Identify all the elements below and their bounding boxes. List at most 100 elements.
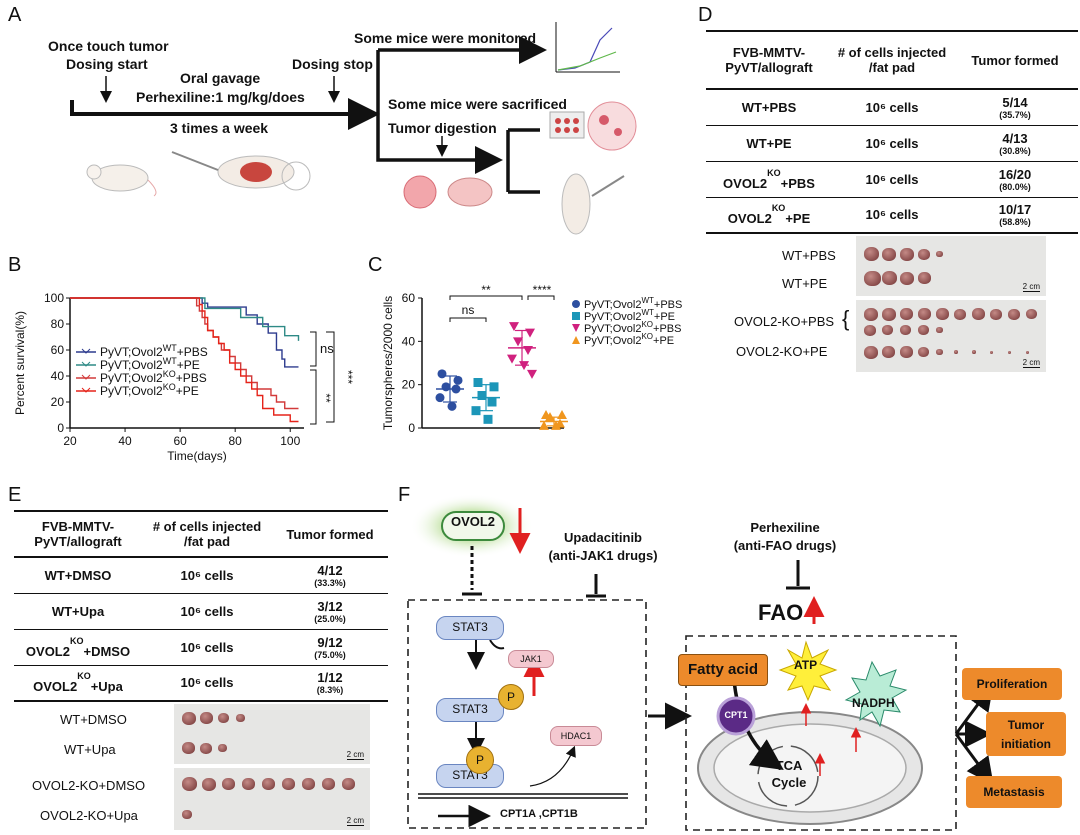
legend-entry: PyVT;Ovol2KO+PBS bbox=[100, 369, 207, 385]
e-photo-label: OVOL2-KO+Upa bbox=[40, 808, 138, 823]
bracket-ns bbox=[310, 331, 317, 367]
tumor-image bbox=[900, 247, 915, 261]
d-cells: 10⁶ cells bbox=[865, 171, 919, 187]
e-header-model: FVB-MMTV- PyVT/allograft bbox=[34, 519, 122, 549]
tumor-image bbox=[182, 809, 192, 819]
y-tick-label: 80 bbox=[51, 317, 65, 331]
data-point bbox=[527, 369, 537, 379]
nadph-burst-icon bbox=[844, 660, 908, 728]
tumor-image bbox=[236, 714, 245, 722]
d-formed: 16/20 bbox=[998, 166, 1032, 182]
sig-3: ns bbox=[462, 303, 475, 317]
d-sup: KO bbox=[767, 167, 781, 178]
table-row: OVOL2KO+PE 10⁶ cells 10/17(58.8%) bbox=[706, 197, 1078, 233]
legend-entry: PyVT;Ovol2WT+PBS bbox=[584, 296, 682, 311]
perhex-sub-label: (anti-FAO drugs) bbox=[733, 538, 837, 553]
sig-1: ** bbox=[481, 283, 491, 297]
sig-3: *** bbox=[341, 370, 355, 384]
fao-label: FAO bbox=[758, 600, 804, 625]
a-dosing-stop: Dosing stop bbox=[292, 56, 373, 72]
tumor-image bbox=[918, 272, 932, 284]
data-point bbox=[437, 369, 447, 379]
tumor-image bbox=[990, 308, 1003, 320]
e-formed: 1/12 bbox=[317, 670, 343, 686]
tumor-image bbox=[882, 247, 897, 261]
survival-line-3 bbox=[70, 297, 299, 423]
tumor-image bbox=[864, 307, 879, 321]
x-tick-label: 60 bbox=[173, 434, 187, 448]
d-photo-top: 2 cm bbox=[856, 236, 1046, 296]
timeline-arrow bbox=[70, 98, 380, 130]
e-cells: 10⁶ cells bbox=[180, 603, 234, 619]
data-point bbox=[471, 406, 481, 416]
d-photo-label: WT+PE bbox=[782, 276, 828, 291]
a-oral-gavage: Oral gavage bbox=[180, 70, 261, 86]
table-row: WT+PBS 10⁶ cells 5/14(35.7%) bbox=[706, 89, 1078, 125]
d-pct: (80.0%) bbox=[999, 181, 1031, 192]
proliferation-node: Proliferation bbox=[962, 668, 1062, 700]
e-cells: 10⁶ cells bbox=[180, 567, 234, 583]
jak1-node: JAK1 bbox=[508, 650, 554, 668]
tumor-image bbox=[200, 712, 214, 724]
d-scale-bottom: 2 cm bbox=[1022, 358, 1040, 368]
phospho-node: P bbox=[498, 684, 524, 710]
panel-label-c: C bbox=[368, 254, 383, 276]
stat3-node: STAT3 bbox=[436, 698, 504, 722]
d-scale-top: 2 cm bbox=[1022, 282, 1040, 292]
perhex-label: Perhexiline bbox=[750, 520, 820, 535]
y-axis-label: Tumorspheres/2000 cells bbox=[381, 296, 395, 430]
legend-marker bbox=[81, 361, 91, 367]
tumor-image bbox=[918, 325, 929, 335]
d-header-cells: # of cells injected /fat pad bbox=[837, 45, 947, 75]
tumor-image bbox=[864, 270, 881, 286]
tumor-image bbox=[882, 346, 896, 358]
table-row: WT+DMSO 10⁶ cells 4/12(33.3%) bbox=[14, 557, 388, 593]
panel-label-a: A bbox=[8, 4, 22, 26]
brace-icon: { bbox=[842, 306, 850, 331]
sig-2: ** bbox=[319, 393, 333, 403]
d-formed: 10/17 bbox=[998, 202, 1032, 218]
legend-marker bbox=[572, 324, 580, 332]
y-tick-label: 20 bbox=[51, 395, 65, 409]
tumor-image bbox=[864, 247, 880, 261]
tumor-image bbox=[202, 777, 217, 791]
e-suffix: +DMSO bbox=[83, 643, 131, 659]
data-point bbox=[509, 322, 519, 332]
tumor-image bbox=[954, 350, 959, 354]
tumor-image bbox=[182, 711, 197, 725]
tumor-initiation-node: Tumor initiation bbox=[986, 712, 1066, 756]
data-point bbox=[435, 393, 445, 403]
e-pct: (33.3%) bbox=[314, 577, 346, 588]
genes-label: CPT1A ,CPT1B bbox=[500, 808, 578, 820]
e-pct: (25.0%) bbox=[314, 613, 346, 624]
d-suffix: +PBS bbox=[780, 175, 815, 191]
syringe-icon bbox=[171, 151, 219, 171]
survival-line-1 bbox=[70, 297, 300, 341]
survival-line-0 bbox=[70, 297, 299, 368]
legend-marker bbox=[81, 348, 91, 354]
panel-label-f: F bbox=[398, 484, 411, 506]
data-point bbox=[483, 414, 493, 424]
tumor-image bbox=[936, 308, 950, 320]
tumor-image bbox=[900, 325, 911, 335]
data-point bbox=[441, 382, 451, 392]
d-suffix: +PE bbox=[785, 211, 811, 227]
tumor-image bbox=[864, 345, 879, 359]
y-tick-label: 20 bbox=[402, 378, 416, 392]
y-tick-label: 100 bbox=[44, 291, 64, 305]
tumor-image bbox=[1008, 350, 1012, 354]
e-sup: KO bbox=[69, 635, 84, 646]
d-photo-label: WT+PBS bbox=[782, 248, 836, 263]
tumor-image bbox=[918, 347, 929, 357]
e-sup: KO bbox=[77, 671, 91, 682]
a-schedule: 3 times a week bbox=[170, 120, 269, 136]
e-photo-top: 2 cm bbox=[174, 704, 370, 764]
x-tick-label: 80 bbox=[228, 434, 242, 448]
panel-label-d: D bbox=[698, 4, 713, 26]
e-header-formed: Tumor formed bbox=[286, 526, 374, 542]
table-row: WT+PE 10⁶ cells 4/13(30.8%) bbox=[706, 125, 1078, 161]
e-scale-bottom: 2 cm bbox=[346, 816, 364, 826]
a-once-touch: Once touch tumor bbox=[48, 38, 169, 54]
initiation-label: initiation bbox=[1001, 737, 1051, 751]
